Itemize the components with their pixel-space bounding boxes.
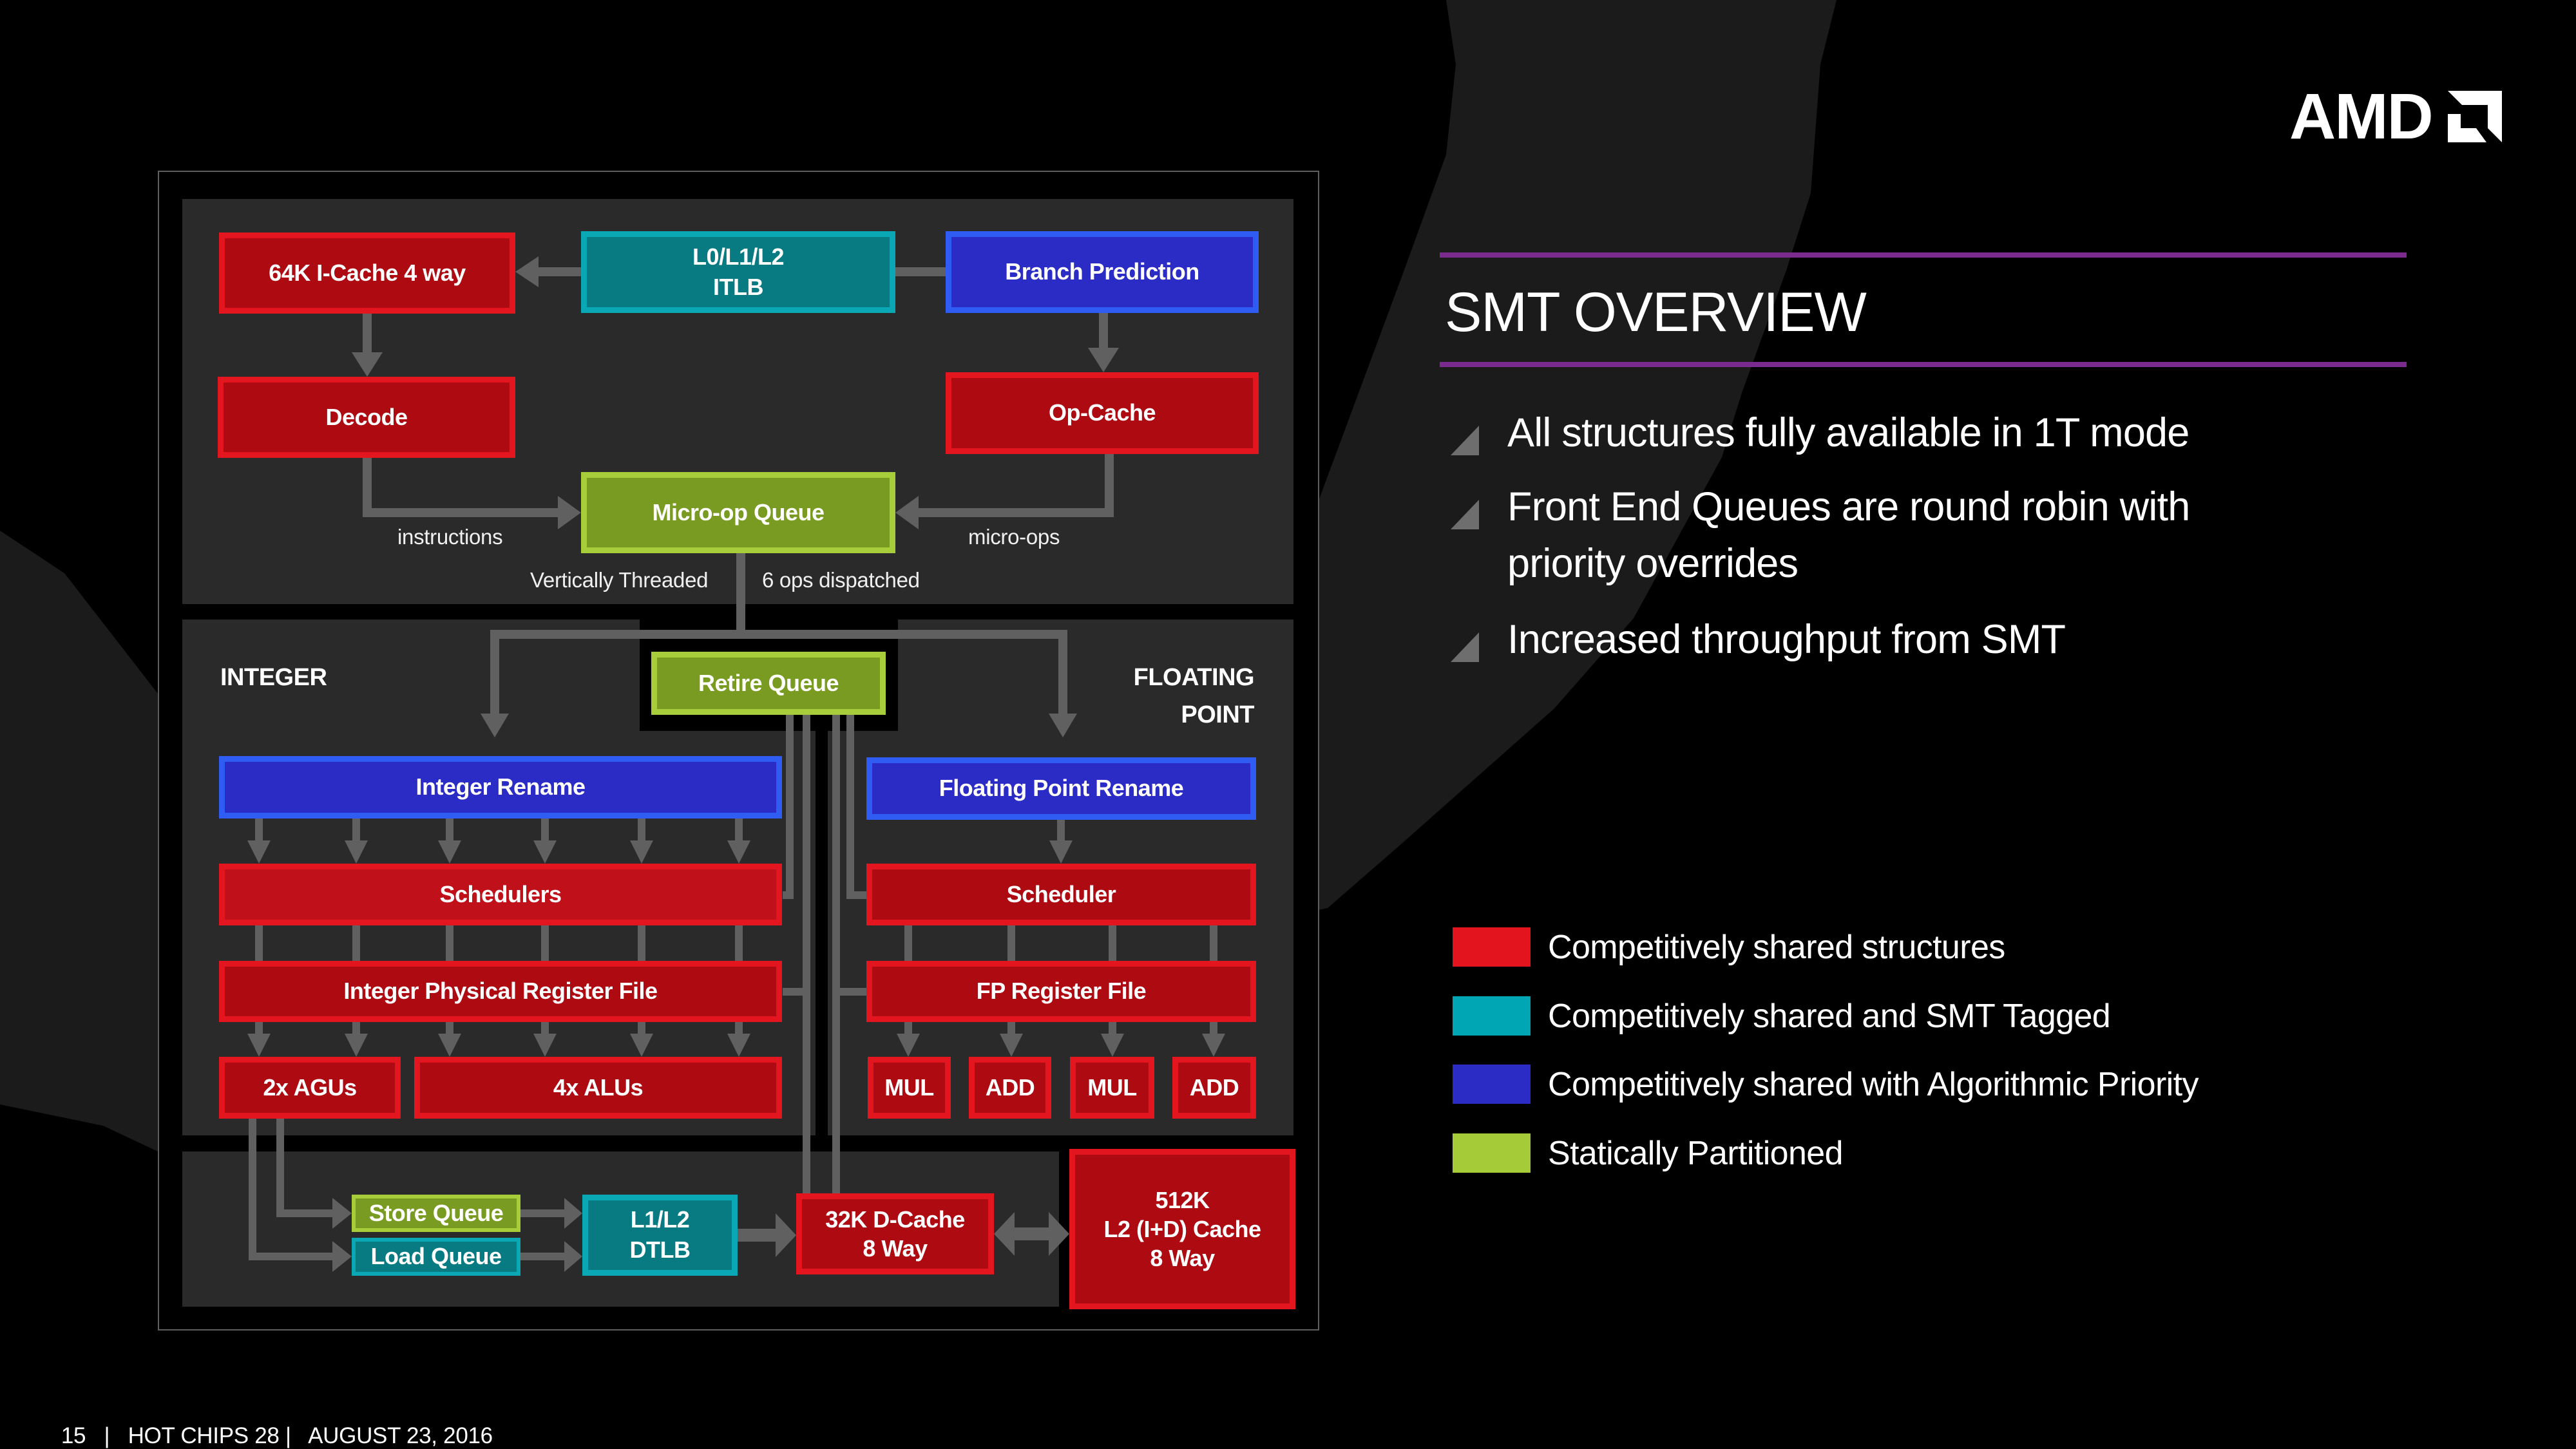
- legend-label: Statically Partitioned: [1548, 1135, 1844, 1172]
- amd-logo: AMD: [2289, 83, 2502, 150]
- ops-dispatched-label: 6 ops dispatched: [762, 568, 920, 592]
- load-queue-label: Load Queue: [370, 1243, 502, 1270]
- fp-rename-box: Floating Point Rename: [866, 757, 1256, 820]
- alus-label: 4x ALUs: [553, 1074, 644, 1101]
- integer-rename-box: Integer Rename: [219, 756, 782, 819]
- l2-cache-label: 512K L2 (I+D) Cache 8 Way: [1103, 1187, 1261, 1271]
- title-rule-top: [1440, 252, 2407, 258]
- title-rule-bottom: [1440, 362, 2407, 367]
- integer-rename-label: Integer Rename: [415, 773, 586, 800]
- icache-box: 64K I-Cache 4 way: [219, 232, 515, 314]
- icache-label: 64K I-Cache 4 way: [269, 259, 466, 286]
- bullet-triangle-icon: [1451, 426, 1479, 455]
- amd-arrow-icon: [2448, 91, 2502, 142]
- integer-register-file-label: Integer Physical Register File: [343, 978, 658, 1005]
- itlb-box: L0/L1/L2 ITLB: [581, 231, 895, 313]
- dcache-label: 32K D-Cache 8 Way: [825, 1206, 965, 1262]
- integer-register-file-box: Integer Physical Register File: [219, 961, 782, 1022]
- legend-swatch-green: [1453, 1133, 1531, 1173]
- slide-footer: 15 | HOT CHIPS 28 | AUGUST 23, 2016: [49, 1397, 493, 1449]
- fp-unit-mul-1: MUL: [868, 1057, 951, 1119]
- vertically-threaded-label: Vertically Threaded: [530, 568, 709, 592]
- fp-scheduler-box: Scheduler: [866, 864, 1256, 925]
- retire-queue-box: Retire Queue: [651, 652, 886, 715]
- legend-label: Competitively shared and SMT Tagged: [1548, 998, 2111, 1035]
- fp-register-file-label: FP Register File: [976, 978, 1147, 1005]
- dtlb-label: L1/L2 DTLB: [629, 1206, 691, 1263]
- fp-unit-add-1: ADD: [969, 1057, 1051, 1119]
- micro-op-queue-label: Micro-op Queue: [652, 498, 825, 526]
- alus-box: 4x ALUs: [414, 1057, 782, 1119]
- dcache-box: 32K D-Cache 8 Way: [796, 1193, 994, 1274]
- event-name: HOT CHIPS 28: [128, 1423, 280, 1448]
- fp-unit-add-2: ADD: [1172, 1057, 1256, 1119]
- fp-unit-mul-2: MUL: [1070, 1057, 1154, 1119]
- bullet-text: Increased throughput from SMT: [1507, 617, 2066, 662]
- op-cache-label: Op-Cache: [1048, 399, 1156, 426]
- micro-op-queue-box: Micro-op Queue: [581, 472, 895, 553]
- fp-rename-label: Floating Point Rename: [939, 775, 1184, 802]
- retire-queue-label: Retire Queue: [698, 669, 839, 696]
- floating-point-section-label: FLOATING POINT: [1133, 664, 1255, 728]
- page-number: 15: [61, 1423, 86, 1448]
- load-queue-box: Load Queue: [352, 1238, 520, 1276]
- store-queue-label: Store Queue: [368, 1199, 504, 1226]
- legend-swatch-blue: [1453, 1065, 1531, 1104]
- bullet-text: Front End Queues are round robin with: [1507, 484, 2190, 529]
- store-queue-box: Store Queue: [352, 1195, 520, 1232]
- amd-logo-text: AMD: [2289, 80, 2434, 153]
- legend-swatch-teal: [1453, 996, 1531, 1036]
- integer-schedulers-label: Schedulers: [439, 880, 562, 907]
- presentation-date: AUGUST 23, 2016: [308, 1423, 493, 1448]
- footer-separator: |: [104, 1423, 110, 1448]
- integer-section-label: INTEGER: [220, 664, 327, 691]
- dtlb-box: L1/L2 DTLB: [582, 1195, 738, 1276]
- fp-unit-label: MUL: [1087, 1074, 1137, 1101]
- fp-scheduler-label: Scheduler: [1006, 880, 1116, 907]
- legend-label: Competitively shared with Algorithmic Pr…: [1548, 1066, 2199, 1103]
- instructions-label: instructions: [397, 525, 503, 549]
- itlb-label: L0/L1/L2 ITLB: [692, 243, 785, 300]
- micro-ops-label: micro-ops: [968, 525, 1060, 549]
- op-cache-box: Op-Cache: [946, 372, 1259, 454]
- fp-register-file-box: FP Register File: [866, 961, 1256, 1022]
- legend-swatch-red: [1453, 927, 1531, 967]
- slide-title: SMT OVERVIEW: [1445, 281, 1867, 343]
- legend-label: Competitively shared structures: [1548, 929, 2005, 966]
- decode-box: Decode: [218, 377, 515, 458]
- branch-prediction-box: Branch Prediction: [946, 231, 1259, 313]
- fp-unit-label: ADD: [1189, 1074, 1239, 1101]
- l2-cache-box: 512K L2 (I+D) Cache 8 Way: [1069, 1149, 1295, 1309]
- bullet-triangle-icon: [1451, 632, 1479, 662]
- fp-unit-label: ADD: [985, 1074, 1035, 1101]
- agus-label: 2x AGUs: [263, 1074, 357, 1101]
- integer-schedulers-box: Schedulers: [219, 864, 782, 925]
- bullet-text: All structures fully available in 1T mod…: [1507, 410, 2190, 455]
- fp-unit-label: MUL: [884, 1074, 934, 1101]
- footer-separator: |: [285, 1423, 291, 1448]
- decode-label: Decode: [325, 403, 408, 430]
- branch-prediction-label: Branch Prediction: [1005, 258, 1199, 285]
- bullet-triangle-icon: [1451, 500, 1479, 529]
- agus-box: 2x AGUs: [219, 1057, 401, 1119]
- bullet-text-continued: priority overrides: [1507, 541, 1798, 586]
